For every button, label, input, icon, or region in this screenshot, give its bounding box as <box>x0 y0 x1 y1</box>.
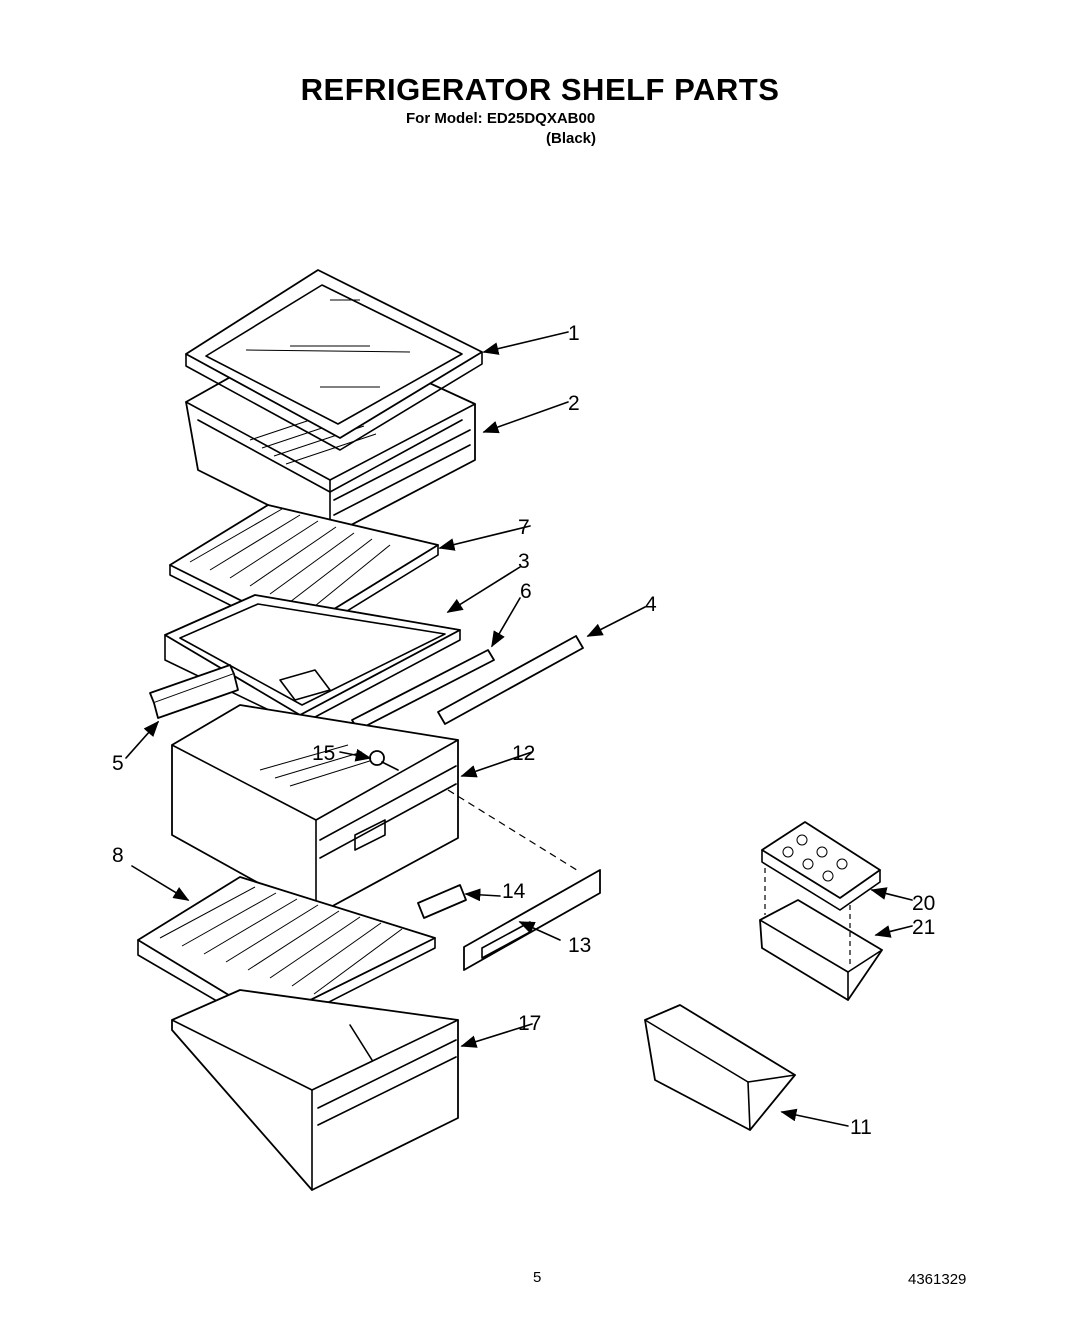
callout-2: 2 <box>568 392 580 415</box>
callout-6: 6 <box>520 580 532 603</box>
part-1-glass-shelf <box>185 269 483 451</box>
callout-11: 11 <box>850 1116 872 1139</box>
page-title: REFRIGERATOR SHELF PARTS <box>300 72 780 107</box>
part-20-egg-tray <box>761 821 881 911</box>
part-17-lower-drawer <box>171 989 459 1191</box>
document-number: 4361329 <box>908 1271 967 1288</box>
callout-labels: 1 2 7 3 6 4 5 15 12 8 14 13 17 20 21 11 <box>112 322 935 1139</box>
part-3-shelf-frame <box>164 594 461 726</box>
part-11-dairy-bin <box>644 1004 796 1131</box>
callout-5: 5 <box>112 752 124 775</box>
part-5-left-rail <box>149 664 239 719</box>
part-21-egg-bin <box>759 868 883 1001</box>
callout-3: 3 <box>518 550 530 573</box>
callout-1: 1 <box>568 322 580 345</box>
callout-4: 4 <box>645 593 657 616</box>
leader-lines <box>125 331 913 1127</box>
callout-21: 21 <box>912 916 935 939</box>
model-line: For Model: ED25DQXAB00 <box>406 110 596 127</box>
callout-13: 13 <box>568 934 591 957</box>
callout-8: 8 <box>112 844 124 867</box>
part-4-right-rail <box>437 635 584 725</box>
page-number: 5 <box>533 1269 542 1286</box>
part-15-screw <box>369 750 399 771</box>
part-14-bracket <box>417 884 467 919</box>
color-line: (Black) <box>546 130 597 147</box>
callout-12: 12 <box>512 742 535 765</box>
callout-7: 7 <box>518 516 530 539</box>
callout-17: 17 <box>518 1012 541 1035</box>
part-12-crisper-drawer <box>171 704 459 916</box>
callout-20: 20 <box>912 892 935 915</box>
alignment-dashed-line <box>447 789 581 873</box>
callout-15: 15 <box>312 742 335 765</box>
callout-14: 14 <box>502 880 526 903</box>
